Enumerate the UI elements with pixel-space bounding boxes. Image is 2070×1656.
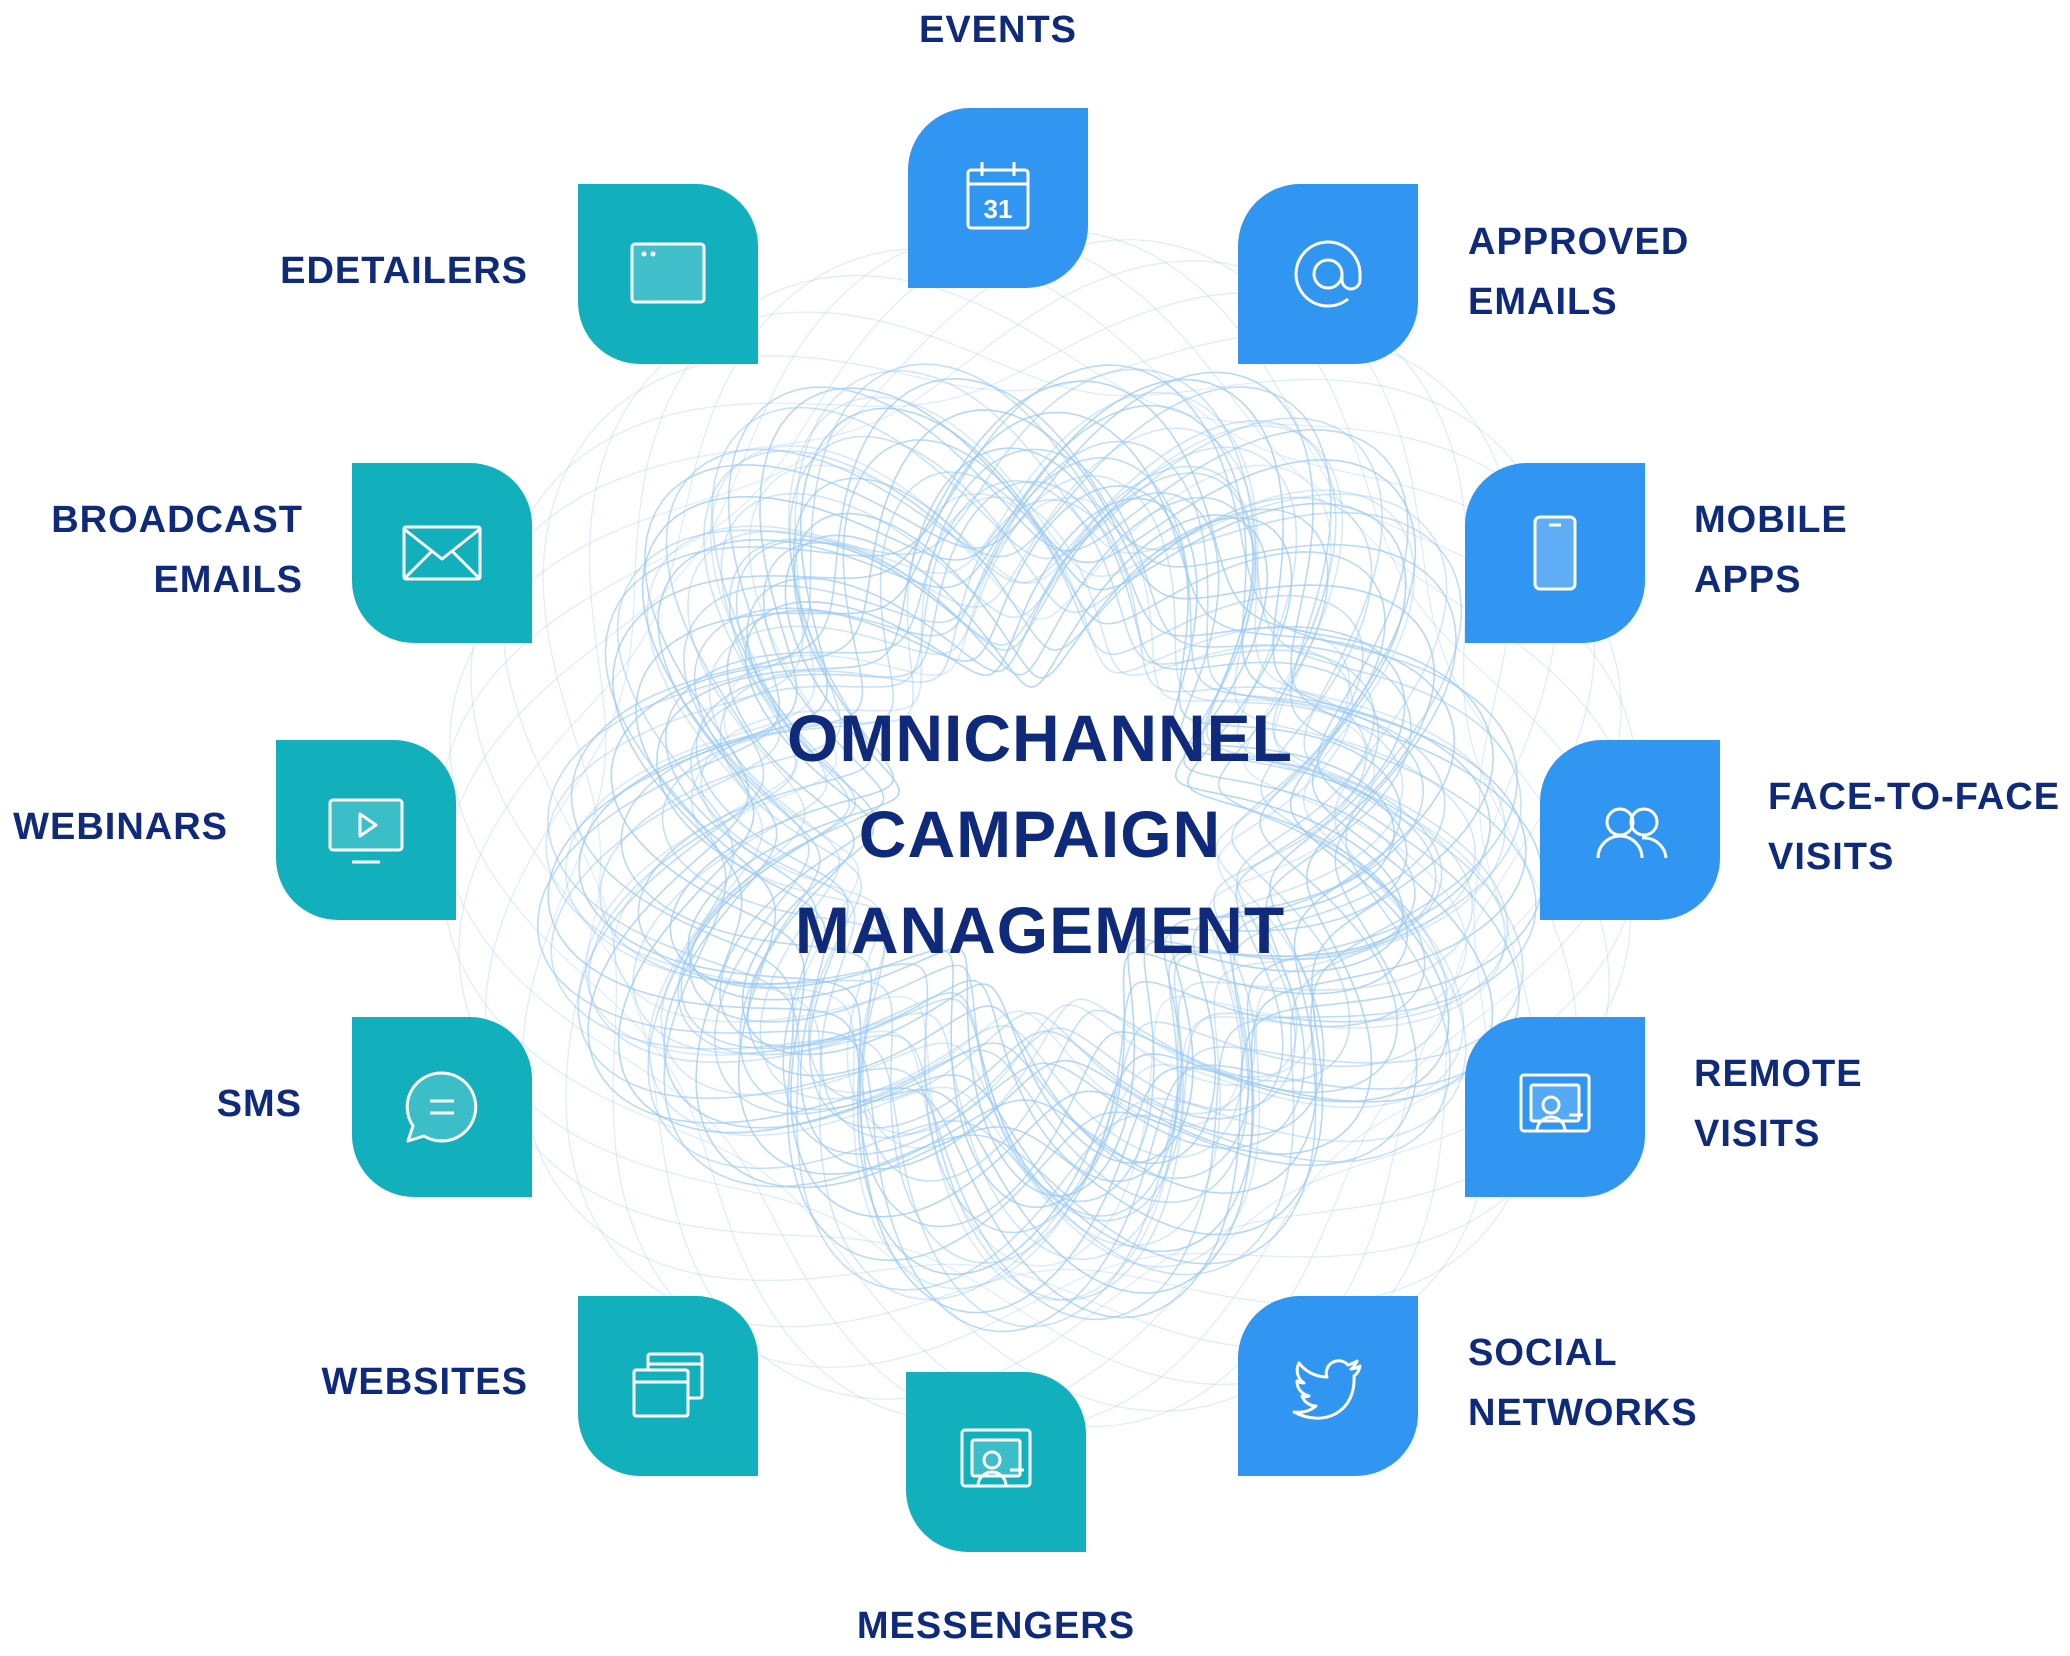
spirograph-loop xyxy=(660,427,1477,1247)
channel-label-remote-visits-line-2: VISITS xyxy=(1694,1113,1821,1155)
channel-label-social-networks-line-1: SOCIAL xyxy=(1468,1332,1618,1374)
channel-label-mobile-apps-line-2: APPS xyxy=(1694,559,1802,601)
channel-tile-messengers[interactable] xyxy=(906,1372,1086,1552)
channel-label-messengers: MESSENGERS xyxy=(746,1596,1246,1656)
channel-label-broadcast-emails-line-2: EMAILS xyxy=(153,559,303,601)
people-icon xyxy=(1596,807,1668,859)
browser-window-icon xyxy=(630,242,706,304)
spirograph-loop xyxy=(635,411,1456,1195)
channel-label-webinars: WEBINARS xyxy=(0,797,228,857)
channel-tile-sms[interactable] xyxy=(352,1017,532,1197)
channel-tile-webinars[interactable] xyxy=(276,740,456,920)
center-title-line-1: OMNICHANNEL xyxy=(787,701,1293,775)
channel-label-remote-visits-line-1: REMOTE xyxy=(1694,1053,1863,1095)
calendar-day-text: 31 xyxy=(984,194,1013,224)
spirograph-loop xyxy=(664,448,1412,1156)
channel-label-face-to-face-visits-line-1: FACE-TO-FACE xyxy=(1768,776,2061,818)
spirograph-loop xyxy=(719,498,1368,1115)
spirograph-loop xyxy=(657,404,1491,1253)
channel-label-approved-emails-line-2: EMAILS xyxy=(1468,281,1618,323)
spirograph-loop xyxy=(637,477,1426,1234)
channel-label-messengers-line-1: MESSENGERS xyxy=(856,1605,1136,1647)
browser-windows-icon xyxy=(632,1352,704,1418)
monitor-play-icon xyxy=(328,798,404,864)
spirograph-loop xyxy=(587,420,1509,1301)
channel-tile-edetailers[interactable] xyxy=(578,184,758,364)
spirograph-loop xyxy=(610,409,1436,1218)
channel-label-sms-line-1: SMS xyxy=(216,1083,302,1125)
spirograph-loop xyxy=(550,406,1524,1328)
spirograph-loop xyxy=(617,378,1527,1295)
channel-label-broadcast-emails-line-1: BROADCAST xyxy=(51,499,303,541)
spirograph-loop xyxy=(547,387,1494,1314)
spirograph-loop xyxy=(661,471,1364,1182)
channel-label-broadcast-emails: BROADCAST EMAILS xyxy=(0,490,303,610)
envelope-icon xyxy=(402,525,482,581)
spirograph-loop xyxy=(690,492,1351,1149)
spirograph-loop xyxy=(726,485,1402,1165)
channel-label-edetailers: EDETAILERS xyxy=(200,241,528,301)
spirograph-loop xyxy=(564,396,1465,1290)
spirograph-loop xyxy=(587,371,1544,1319)
at-sign-icon xyxy=(1294,240,1362,308)
channel-label-mobile-apps-line-1: MOBILE xyxy=(1694,499,1848,541)
center-title-line-3: MANAGEMENT xyxy=(794,893,1286,967)
channel-label-face-to-face-visits-line-2: VISITS xyxy=(1768,836,1895,878)
channel-label-websites-line-1: WEBSITES xyxy=(321,1361,528,1403)
channel-label-mobile-apps: MOBILE APPS xyxy=(1694,490,1848,610)
spirograph-loop xyxy=(604,364,1519,1265)
spirograph-loop xyxy=(669,512,1409,1209)
spirograph-loop xyxy=(693,456,1425,1180)
channel-label-sms: SMS xyxy=(0,1074,302,1134)
channel-label-social-networks: SOCIAL NETWORKS xyxy=(1468,1323,1698,1443)
channel-tile-broadcast-emails[interactable] xyxy=(352,463,532,643)
spirograph-loop xyxy=(687,514,1404,1197)
spirograph-loop xyxy=(578,407,1450,1276)
spirograph-loop xyxy=(584,424,1506,1301)
center-title-line-2: CAMPAIGN xyxy=(858,797,1222,871)
spirograph-loop xyxy=(612,380,1495,1236)
spirograph-loop xyxy=(655,447,1406,1171)
spirograph-loop xyxy=(537,386,1520,1333)
channel-label-events-line-1: EVENTS xyxy=(918,9,1078,51)
channel-label-face-to-face-visits: FACE-TO-FACE VISITS xyxy=(1768,767,2060,887)
spirograph-loop xyxy=(546,363,1463,1291)
chat-bubble-icon xyxy=(405,1071,478,1143)
channel-tile-approved-emails[interactable] xyxy=(1238,184,1418,364)
channel-label-edetailers-line-1: EDETAILERS xyxy=(280,250,528,292)
spirograph-loop xyxy=(695,480,1380,1129)
smartphone-icon xyxy=(1533,515,1577,591)
channel-tile-face-to-face-visits[interactable] xyxy=(1540,740,1720,920)
channel-tile-events[interactable]: 31 xyxy=(908,108,1088,288)
calendar-icon: 31 xyxy=(966,162,1030,230)
spirograph-loop xyxy=(599,435,1448,1265)
channel-label-remote-visits: REMOTE VISITS xyxy=(1694,1044,1863,1164)
spirograph-loop xyxy=(700,496,1354,1135)
center-title: OMNICHANNEL CAMPAIGN MANAGEMENT xyxy=(740,690,1340,978)
spirograph-loop xyxy=(708,474,1404,1159)
channel-label-approved-emails-line-1: APPROVED xyxy=(1468,221,1690,263)
channel-tile-websites[interactable] xyxy=(578,1296,758,1476)
channel-label-websites: WEBSITES xyxy=(228,1352,528,1412)
video-call-icon xyxy=(1519,1073,1591,1133)
spirograph-loop xyxy=(689,480,1375,1139)
channel-tile-remote-visits[interactable] xyxy=(1465,1017,1645,1197)
channel-tile-social-networks[interactable] xyxy=(1238,1296,1418,1476)
twitter-bird-icon xyxy=(1292,1359,1362,1420)
channel-label-events: EVENTS xyxy=(748,0,1248,60)
spirograph-loop xyxy=(545,369,1467,1301)
spirograph-loop xyxy=(616,368,1522,1276)
spirograph-loop xyxy=(620,439,1399,1228)
video-call-icon xyxy=(960,1428,1032,1488)
spirograph-loop xyxy=(646,391,1506,1268)
channel-label-approved-emails: APPROVED EMAILS xyxy=(1468,212,1689,332)
channel-tile-mobile-apps[interactable] xyxy=(1465,463,1645,643)
channel-label-social-networks-line-2: NETWORKS xyxy=(1468,1392,1698,1434)
channel-label-webinars-line-1: WEBINARS xyxy=(13,806,228,848)
